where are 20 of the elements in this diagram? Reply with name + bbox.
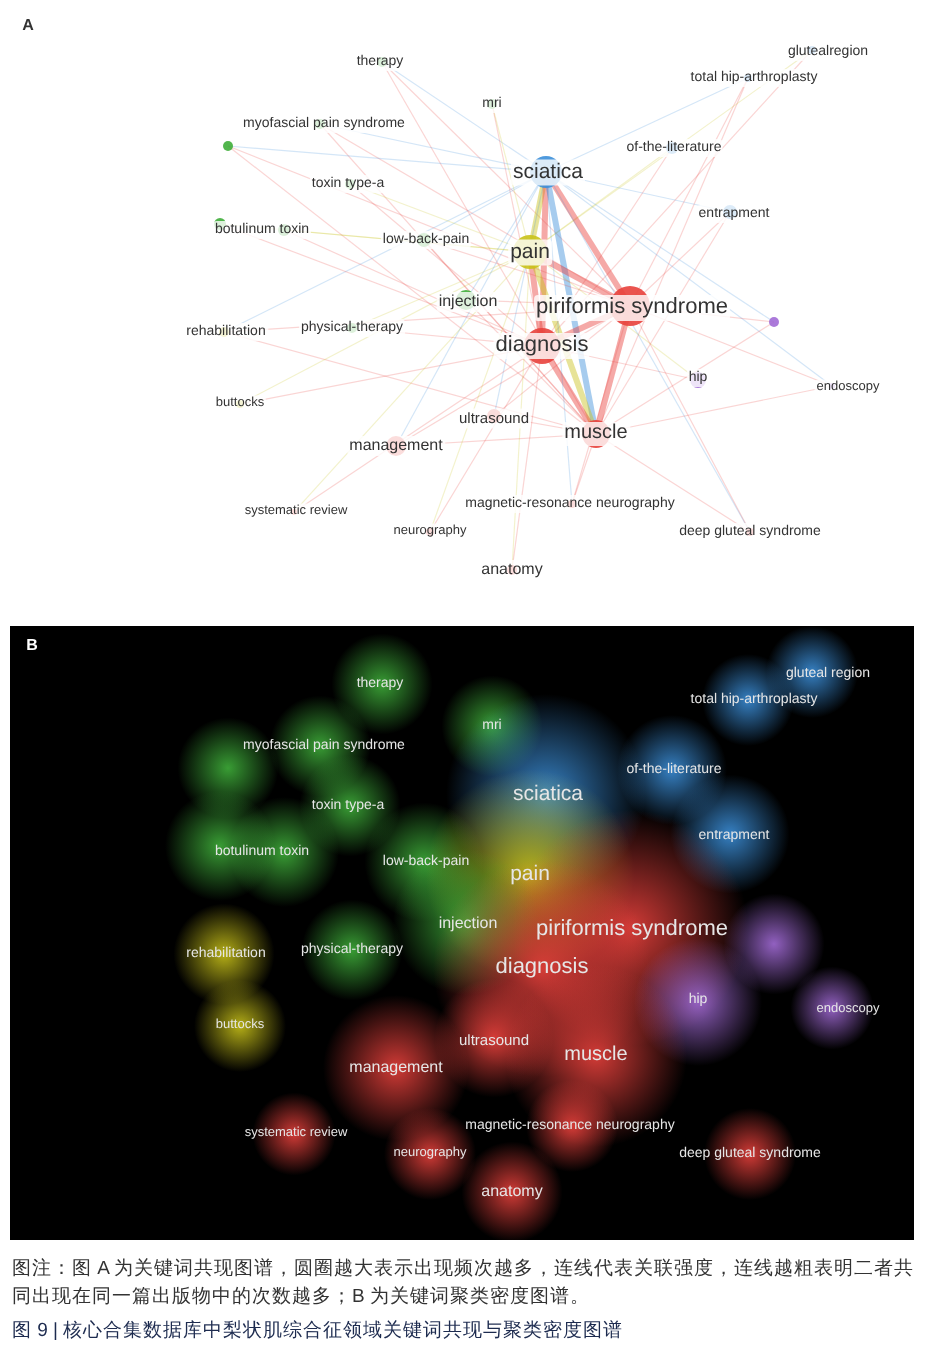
keyword-label: injection — [438, 916, 498, 932]
keyword-label: sciatica — [511, 159, 585, 185]
keyword-label: pain — [510, 863, 550, 885]
keyword-label: diagnosis — [493, 333, 591, 359]
keyword-label: anatomy — [481, 1184, 543, 1200]
keyword-label: diagnosis — [495, 957, 589, 979]
keyword-label: anatomy — [479, 560, 545, 580]
keyword-label: piriformis syndrome — [536, 919, 728, 941]
keyword-label: muscle — [562, 422, 630, 446]
figure-caption: 图 9 | 核心合集数据库中梨状肌综合征领域关键词共现与聚类密度图谱 — [12, 1318, 626, 1346]
keyword-label: management — [349, 1060, 443, 1076]
keyword-label: injection — [436, 292, 500, 312]
keyword-label: piriformis syndrome — [534, 295, 730, 321]
keyword-label: sciatica — [513, 783, 583, 805]
keyword-label: pain — [508, 239, 552, 265]
panel-letter: B — [26, 638, 38, 654]
note-text: 图注：图 A 为关键词共现图谱，圆圈越大表示出现频次越多，连线代表关联强度，连线越粗表明二者共同出现在同一篇出版物中的次数越多；B 为关键词聚类密度图谱。 — [12, 1256, 917, 1312]
keyword-label: management — [347, 436, 445, 456]
keyword-label: muscle — [564, 1046, 628, 1066]
panel-letter: A — [22, 18, 34, 34]
